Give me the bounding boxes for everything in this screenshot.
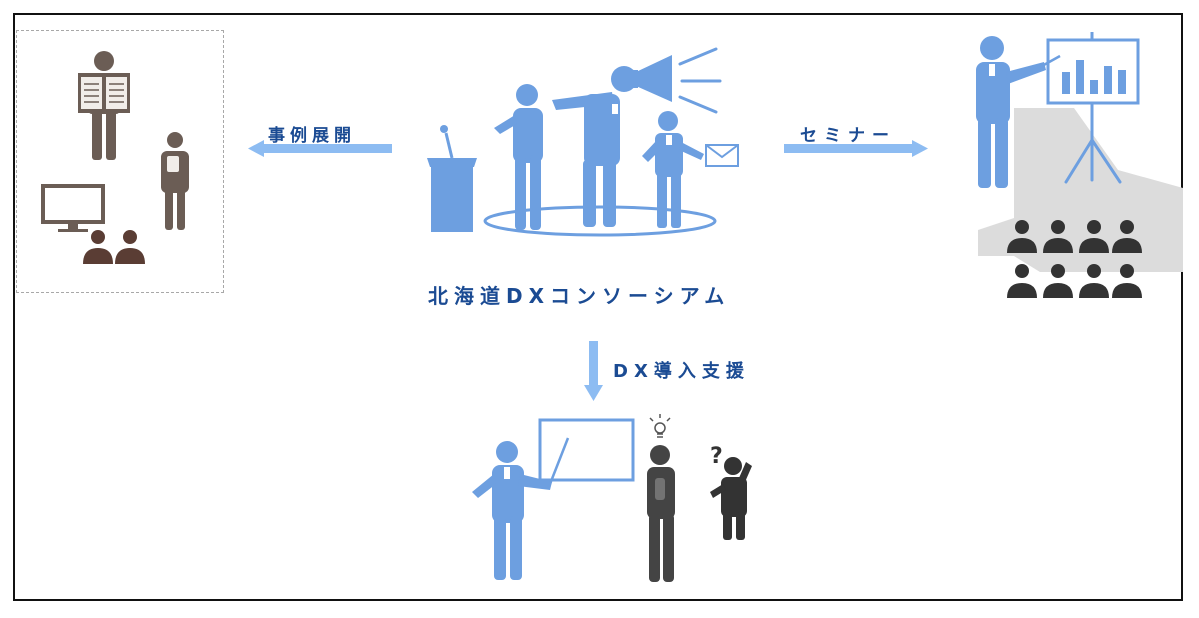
podium-icon <box>427 125 477 232</box>
audience-icon <box>1007 220 1142 298</box>
dx-support-arrow <box>584 341 603 401</box>
tv-icon <box>41 184 105 232</box>
thinking-person-icon <box>161 132 189 230</box>
thinking-man-icon <box>647 445 675 582</box>
case-study-box <box>16 30 224 293</box>
lightbulb-icon <box>649 414 671 438</box>
case-study-arrow <box>248 140 392 157</box>
case-study-label: 事例展開 <box>268 126 356 146</box>
consortium-title: 北海道DXコンソーシアム <box>428 284 731 308</box>
megaphone-person-icon <box>552 47 722 227</box>
ring-platform-icon <box>483 205 717 237</box>
teacher-icon <box>472 437 570 580</box>
dx-support-label: DX導入支援 <box>613 361 750 382</box>
newspaper-reader-icon <box>78 51 130 160</box>
seminar-arrow <box>784 140 928 157</box>
gesturing-person-icon <box>494 84 543 230</box>
envelope-icon <box>705 144 739 167</box>
question-icon: ? <box>710 444 723 469</box>
presenter-icon <box>976 36 1061 188</box>
chart-board-icon <box>1046 32 1140 184</box>
svg-text:?: ? <box>710 444 723 469</box>
diagram-frame <box>13 13 1183 601</box>
seminar-label: セミナー <box>800 126 896 146</box>
audience-pair-icon <box>83 230 145 264</box>
confused-man-icon <box>710 457 752 540</box>
envelope-person-icon <box>642 111 704 228</box>
